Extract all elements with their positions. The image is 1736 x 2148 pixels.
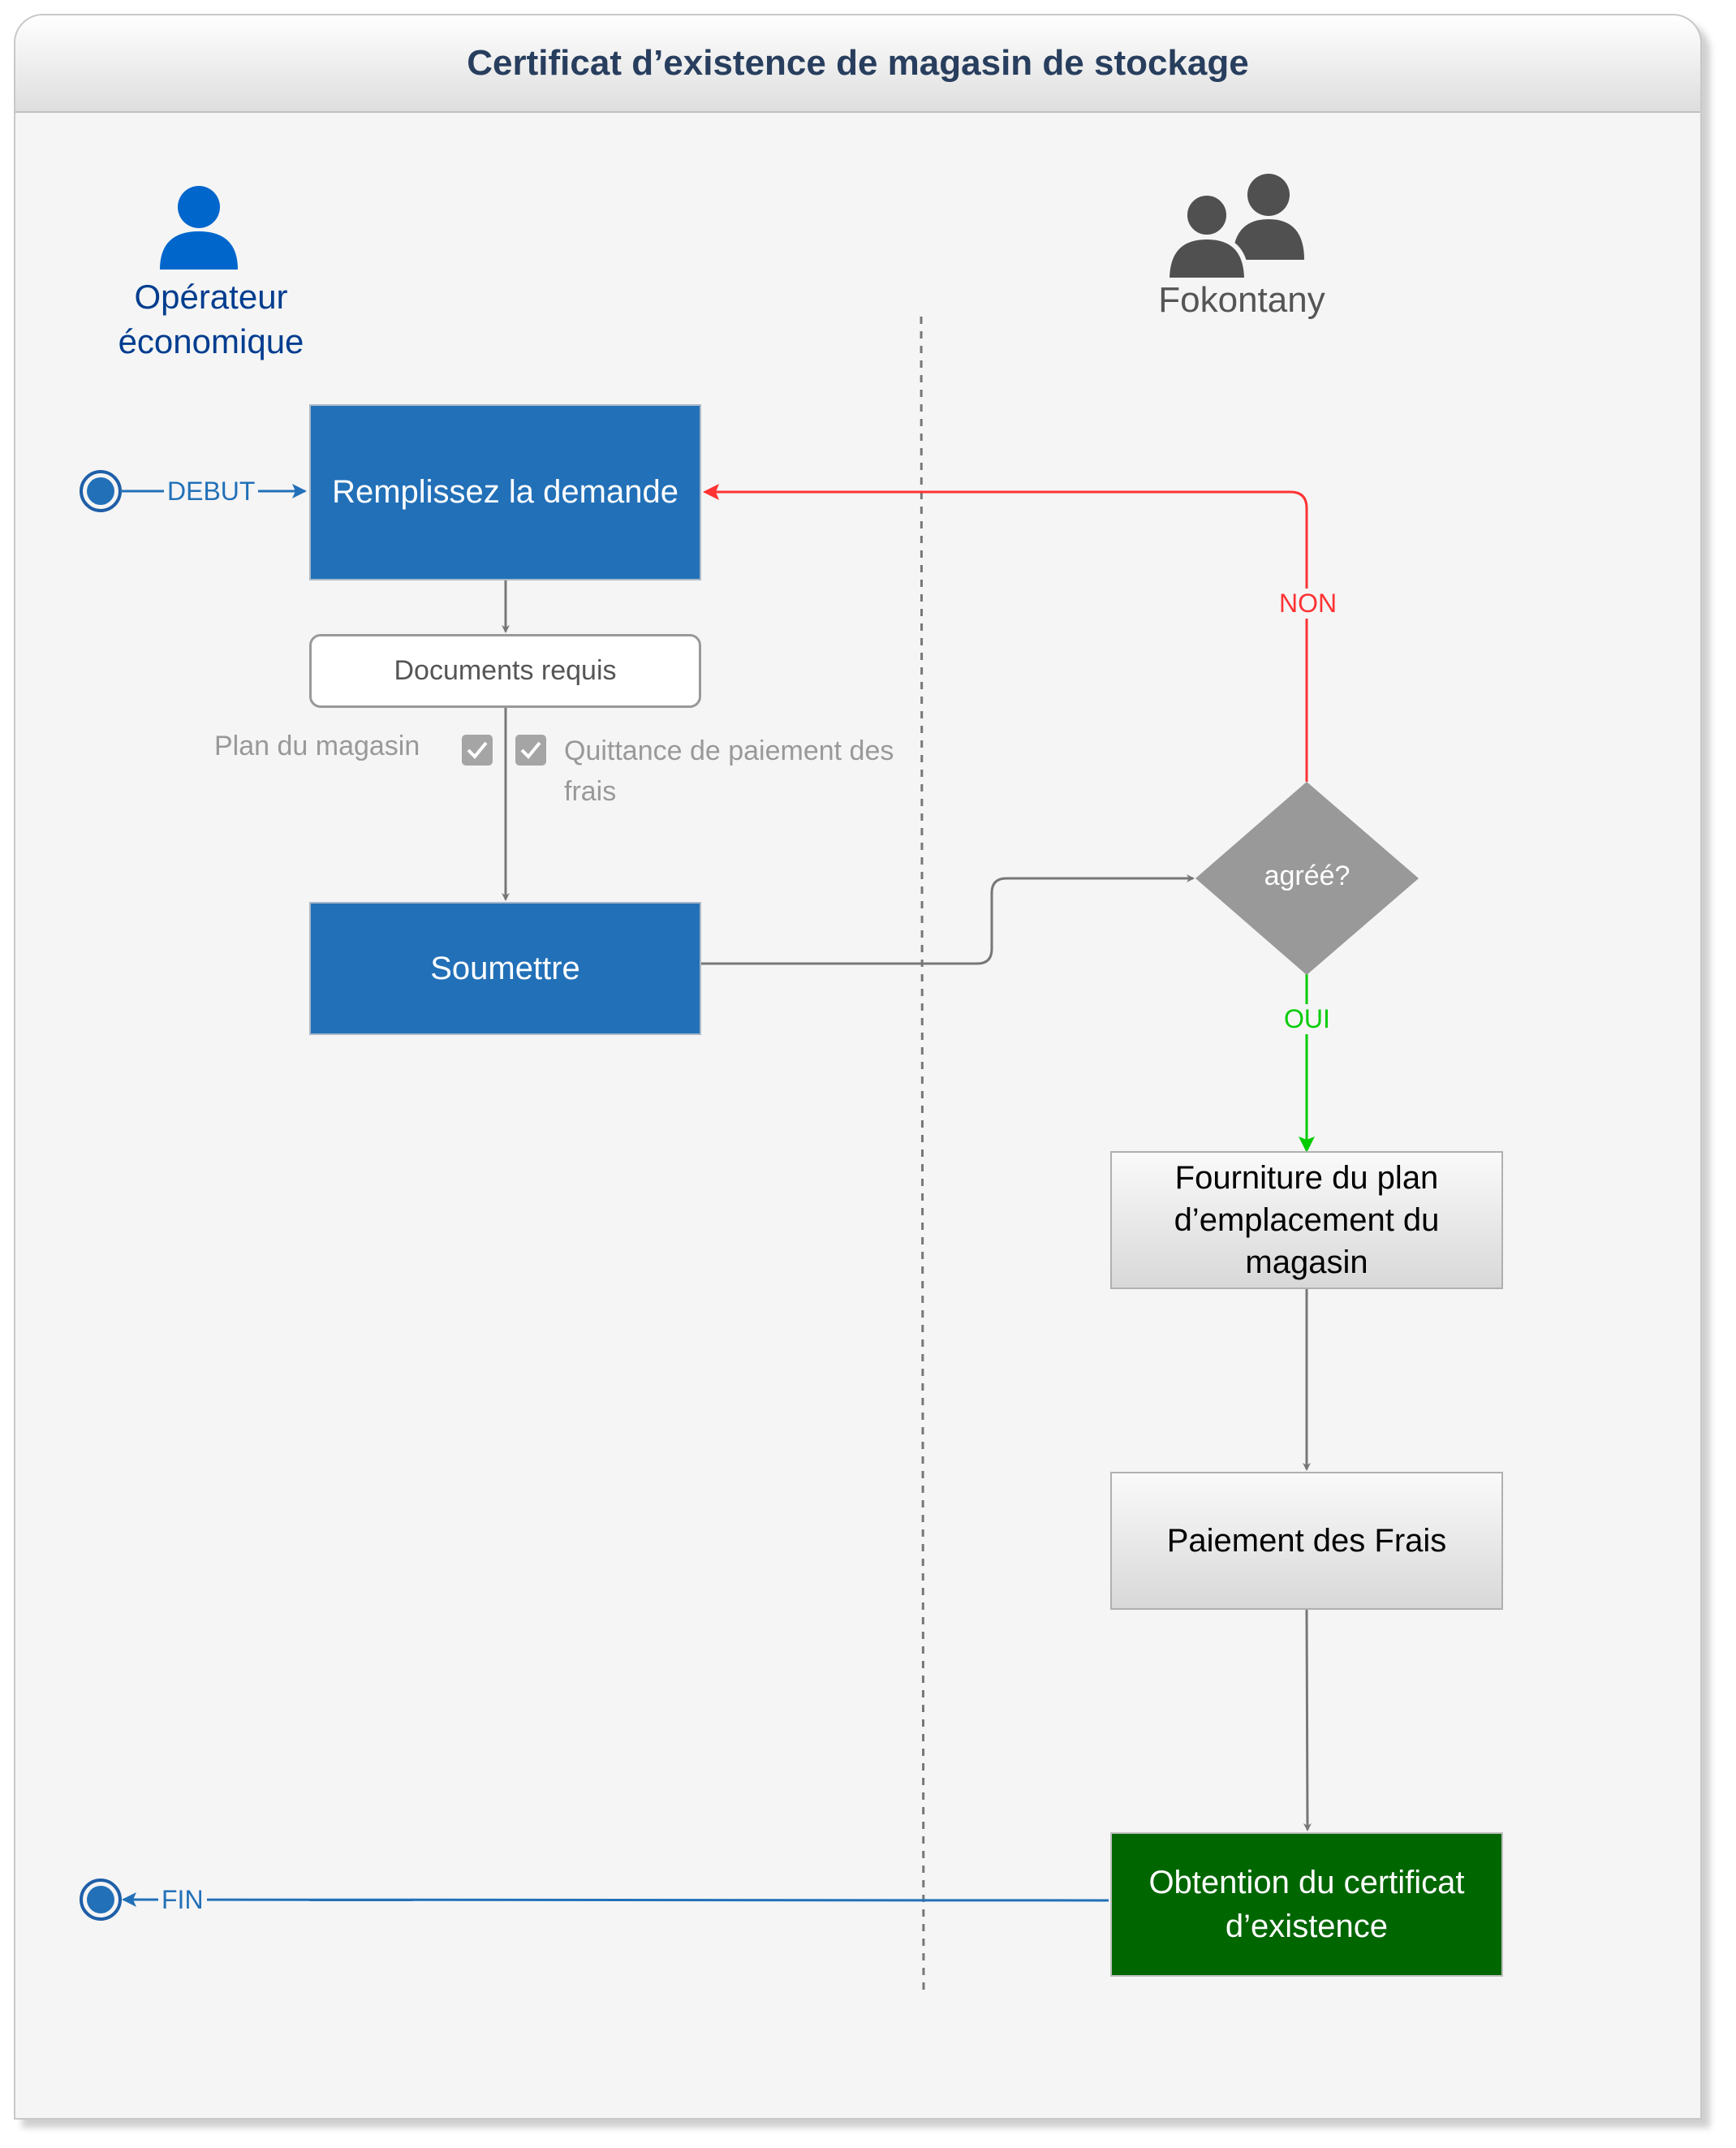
- fill-request-step[interactable]: Remplissez la demande: [309, 404, 701, 580]
- doc-plan-label: Plan du magasin: [214, 731, 420, 761]
- decision-label: agréé?: [1264, 860, 1350, 891]
- lane-divider: [920, 316, 925, 1994]
- required-documents-box: Documents requis: [309, 634, 701, 708]
- operator-label-line1: Opérateur: [134, 278, 288, 316]
- start-label: DEBUT: [164, 477, 259, 507]
- operator-label-line2: économique: [118, 322, 304, 360]
- yes-label: OUI: [1281, 1004, 1333, 1034]
- edge-no: [716, 490, 1308, 782]
- edge-yes-arrowhead: [1299, 1137, 1315, 1153]
- decision-diamond: [1195, 782, 1419, 975]
- diagram-frame: [14, 14, 1702, 2120]
- doc-plan-checkbox-icon: [462, 735, 493, 766]
- fokontany-lane-label: Fokontany: [1158, 280, 1325, 320]
- obtain-line1: Obtention du certificat: [1148, 1865, 1465, 1900]
- supply-plan-line2: d’emplacement du: [1174, 1202, 1440, 1238]
- end-arrowhead: [122, 1892, 136, 1907]
- pay-fees-step: Paiement des Frais: [1110, 1472, 1503, 1610]
- end-label: FIN: [158, 1885, 207, 1915]
- user-icon: [160, 186, 238, 270]
- title-bar: [15, 15, 1700, 113]
- no-label: NON: [1276, 589, 1341, 619]
- supply-plan-line1: Fourniture du plan: [1174, 1160, 1439, 1196]
- edge-no-arrowhead: [703, 484, 719, 500]
- obtain-certificate-step: Obtention du certificat d’existence: [1110, 1832, 1503, 1977]
- submit-step[interactable]: Soumettre: [309, 902, 701, 1035]
- doc-receipt-line1: Quittance de paiement des: [564, 735, 894, 766]
- doc-receipt-label: Quittance de paiement des frais: [564, 731, 894, 812]
- users-icon: [1164, 174, 1304, 283]
- supply-plan-line3: magasin: [1245, 1244, 1368, 1280]
- doc-receipt-line2: frais: [564, 776, 617, 807]
- operator-lane-label: Opérateur économique: [97, 274, 325, 364]
- obtain-line2: d’existence: [1225, 1909, 1389, 1944]
- doc-receipt-checkbox-icon: [515, 735, 546, 766]
- start-arrowhead: [292, 484, 307, 498]
- supply-plan-step: Fourniture du plan d’emplacement du maga…: [1110, 1151, 1503, 1289]
- edge-submit-to-decision: [701, 874, 1195, 965]
- diagram-title: Certificat d’existence de magasin de sto…: [467, 43, 1249, 83]
- end-node: [80, 1878, 122, 1921]
- start-node: [80, 470, 122, 512]
